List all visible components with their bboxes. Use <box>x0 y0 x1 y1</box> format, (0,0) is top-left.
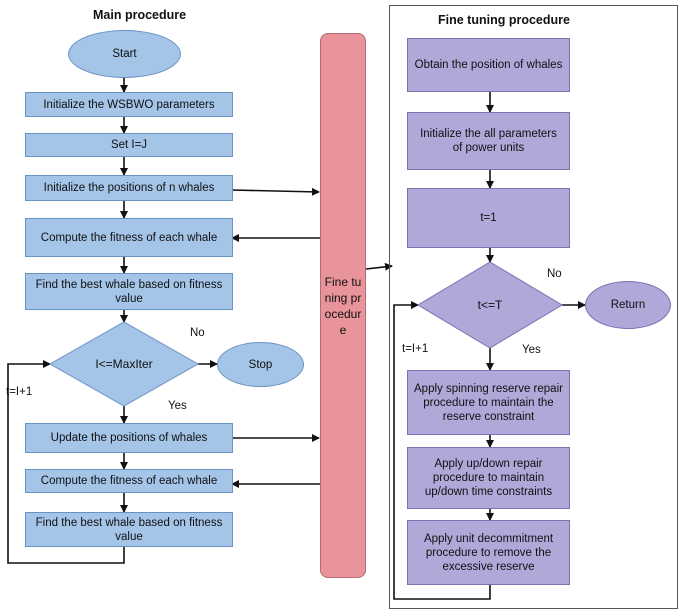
init-all-params-box: Initialize the all parameters of power u… <box>407 112 570 170</box>
compute-fitness-box-1: Compute the fitness of each whale <box>25 218 233 257</box>
arrow-fine-loop <box>393 301 491 600</box>
return-node: Return <box>585 281 671 329</box>
init-params-box: Initialize the WSBWO parameters <box>25 92 233 117</box>
update-positions-box: Update the positions of whales <box>25 423 233 453</box>
set-i-box: Set I=J <box>25 133 233 157</box>
main-decision-diamond <box>48 321 200 407</box>
spinning-reserve-box: Apply spinning reserve repair procedure … <box>407 370 570 435</box>
start-node: Start <box>68 30 181 78</box>
init-positions-box: Initialize the positions of n whales <box>25 175 233 201</box>
fine-no-label: No <box>547 268 562 280</box>
updown-repair-box: Apply up/down repair procedure to mainta… <box>407 447 570 509</box>
fine-yes-label: Yes <box>522 344 541 356</box>
find-best-box-2: Find the best whale based on fitness val… <box>25 512 233 547</box>
fine-tuning-bar: Fine tuning procedure <box>320 33 366 578</box>
arrow-bar-to-fine <box>365 262 393 271</box>
find-best-box-1: Find the best whale based on fitness val… <box>25 273 233 310</box>
decommitment-box: Apply unit decommitment procedure to rem… <box>407 520 570 585</box>
compute-fitness-box-2: Compute the fitness of each whale <box>25 469 233 493</box>
main-yes-label: Yes <box>168 400 187 412</box>
stop-node: Stop <box>217 342 304 387</box>
main-no-label: No <box>190 327 205 339</box>
arrow-main-loop <box>7 360 125 564</box>
fine-tuning-panel <box>389 5 678 609</box>
t-init-box: t=1 <box>407 188 570 248</box>
fine-procedure-title: Fine tuning procedure <box>438 13 570 27</box>
obtain-position-box: Obtain the position of whales <box>407 38 570 92</box>
arrow-positions-to-bar <box>231 187 320 196</box>
main-procedure-title: Main procedure <box>93 8 187 22</box>
main-decision-label: I<=MaxIter <box>95 357 153 371</box>
fine-loop-label: t=I+1 <box>402 343 429 355</box>
fine-decision-diamond <box>417 261 563 349</box>
main-loop-label: t=I+1 <box>6 386 33 398</box>
fine-decision-label: t<=T <box>477 298 503 312</box>
